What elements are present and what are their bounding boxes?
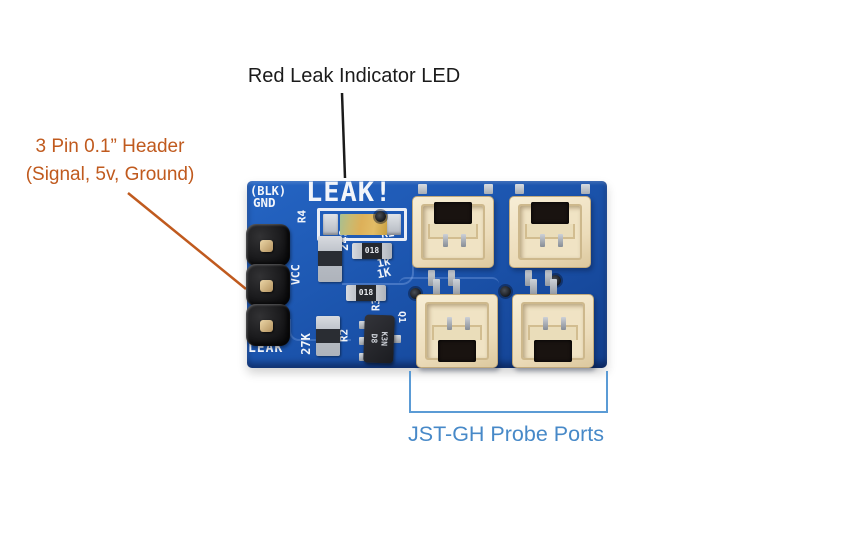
silkscreen-q1: Q1 (396, 310, 407, 324)
solder-tab (581, 184, 590, 194)
led-pointer-line (340, 92, 347, 179)
silkscreen-1k-b: 1K (375, 264, 393, 282)
header-pin-contact (260, 320, 273, 332)
silkscreen-vcc: VCC (288, 264, 303, 286)
transistor-marking: K3N D8 (369, 321, 389, 356)
jst-gh-port-top-right (509, 196, 591, 268)
connector-leg (433, 279, 440, 295)
resistor-r3: 018 (346, 285, 386, 301)
connector-leg (453, 279, 460, 295)
led-pad-right (387, 214, 401, 235)
transistor-q1: K3N D8 (363, 314, 395, 364)
header-pin-contact (260, 280, 273, 292)
jst-pin (540, 234, 545, 247)
solder-tab (484, 184, 493, 194)
connector-leg (550, 279, 557, 295)
resistor-r4 (318, 236, 342, 282)
jst-step (428, 224, 478, 239)
jst-step (528, 325, 578, 340)
pcb-trace (342, 255, 414, 285)
jst-pin (465, 317, 470, 330)
connector-leg (530, 279, 537, 295)
resistor-r1: 018 (352, 243, 392, 259)
jst-pin (447, 317, 452, 330)
leak-sensor-board: (BLK) GND LEAK! LEAK R1 R4 VCC 27K 248 R… (246, 177, 607, 368)
jst-gh-port-bottom-left (416, 294, 498, 368)
connector-leg (448, 270, 455, 286)
jst-pin (561, 317, 566, 330)
silkscreen-r2: R2 (337, 328, 351, 343)
resistor-band (318, 251, 342, 266)
resistor-band: 018 (362, 243, 382, 259)
header-pointer-line (127, 192, 247, 290)
jst-step (432, 325, 482, 340)
header-annotation-line1: 3 Pin 0.1” Header (35, 136, 185, 157)
via (410, 288, 421, 299)
jst-gh-port-top-left (412, 196, 494, 268)
jst-step (525, 224, 575, 239)
led-annotation-label: Red Leak Indicator LED (247, 65, 461, 87)
solder-tab (515, 184, 524, 194)
via (375, 211, 386, 222)
header-pin-leak (246, 304, 290, 346)
probe-ports-annotation-label: JST-GH Probe Ports (408, 422, 604, 446)
probe-ports-bracket (409, 371, 608, 413)
led-pad-left (323, 214, 338, 235)
resistor-band (316, 329, 340, 343)
silkscreen-gnd: GND (253, 195, 276, 210)
silkscreen-blk: (BLK) (250, 184, 287, 198)
jst-pin (543, 317, 548, 330)
solder-tab (418, 184, 427, 194)
header-pin-gnd (246, 224, 290, 266)
connector-leg (545, 270, 552, 286)
header-annotation-label: 3 Pin 0.1” Header (Signal, 5v, Ground) (3, 133, 217, 188)
header-annotation-line2: (Signal, 5v, Ground) (25, 163, 195, 185)
silkscreen-leak-title: LEAK! (306, 177, 393, 208)
jst-gh-port-bottom-right (512, 294, 594, 368)
transistor-marking-line2: D8 (369, 333, 380, 344)
jst-pin (558, 234, 563, 247)
jst-pin (461, 234, 466, 247)
transistor-marking-line1: K3N (379, 331, 389, 347)
jst-pin (443, 234, 448, 247)
silkscreen-27k: 27K (299, 333, 313, 355)
via (500, 286, 511, 297)
jst-latch-slot (438, 340, 476, 362)
jst-latch-slot (531, 202, 569, 224)
jst-latch-slot (434, 202, 472, 224)
resistor-r2 (316, 316, 340, 356)
jst-latch-slot (534, 340, 572, 362)
connector-leg (525, 270, 532, 286)
silkscreen-r4: R4 (295, 209, 309, 224)
resistor-band: 018 (356, 285, 376, 301)
header-pin-vcc (246, 264, 290, 306)
connector-leg (428, 270, 435, 286)
transistor-pad (392, 335, 401, 343)
header-pin-contact (260, 240, 273, 252)
